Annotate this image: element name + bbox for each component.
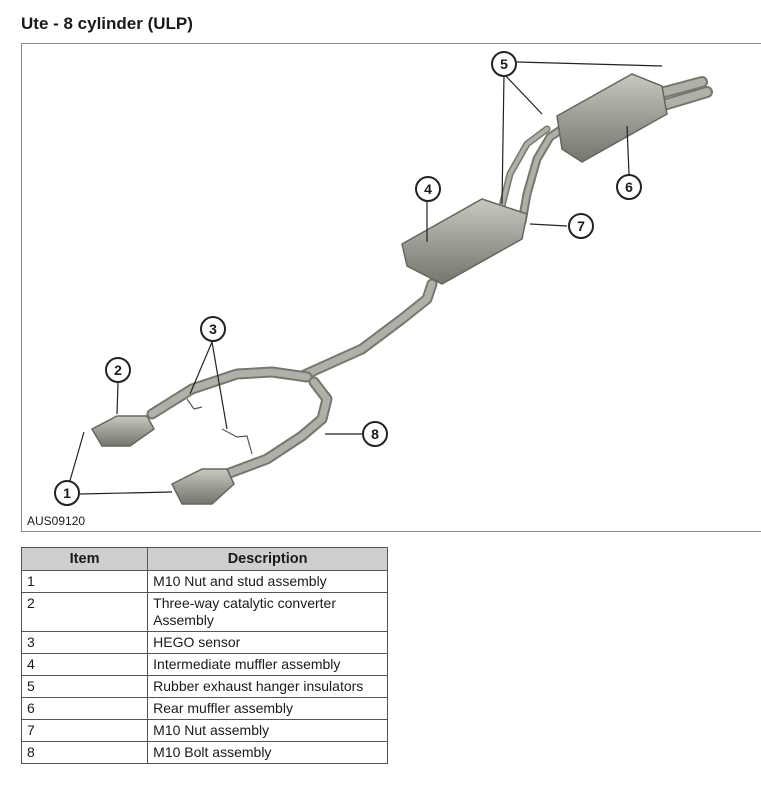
item-cell: 1 [20, 570, 149, 593]
table-row: 6 Rear muffler assembly [20, 697, 388, 720]
item-cell: 7 [20, 719, 149, 742]
description-cell: Intermediate muffler assembly [147, 653, 388, 676]
column-header-item: Item [20, 547, 149, 571]
catalytic-converter-lower [170, 468, 235, 505]
item-cell: 2 [20, 592, 149, 632]
callout-8: 8 [362, 421, 388, 447]
item-cell: 5 [20, 675, 149, 698]
table-row: 7 M10 Nut assembly [20, 719, 388, 742]
callout-6: 6 [616, 174, 642, 200]
table-row: 5 Rubber exhaust hanger insulators [20, 675, 388, 698]
leader-lines [68, 61, 663, 495]
table-row: 1 M10 Nut and stud assembly [20, 570, 388, 593]
column-header-description: Description [147, 547, 388, 571]
callout-2: 2 [105, 357, 131, 383]
callout-5: 5 [491, 51, 517, 77]
hego-sensor-wires [186, 398, 253, 455]
description-cell: HEGO sensor [147, 631, 388, 654]
catalytic-converter-upper [90, 415, 155, 447]
rear-muffler [556, 73, 668, 163]
front-pipe [146, 76, 713, 480]
item-cell: 4 [20, 653, 149, 676]
description-cell: M10 Nut assembly [147, 719, 388, 742]
item-cell: 3 [20, 631, 149, 654]
description-cell: Rear muffler assembly [147, 697, 388, 720]
description-cell: Rubber exhaust hanger insulators [147, 675, 388, 698]
callout-1: 1 [54, 480, 80, 506]
description-cell: M10 Nut and stud assembly [147, 570, 388, 593]
callout-3: 3 [200, 316, 226, 342]
exhaust-system-diagram: 5 4 6 7 3 2 8 1 AUS09120 [21, 43, 761, 532]
table-row: 3 HEGO sensor [20, 631, 388, 654]
intermediate-muffler [401, 198, 528, 285]
table-header-row: Item Description [20, 547, 388, 571]
figure-code: AUS09120 [27, 514, 86, 528]
table-row: 2 Three-way catalytic converter Assembly [20, 592, 388, 632]
parts-table: Item Description 1 M10 Nut and stud asse… [20, 547, 388, 764]
page-title: Ute - 8 cylinder (ULP) [21, 14, 193, 33]
item-cell: 6 [20, 697, 149, 720]
description-cell: Three-way catalytic converter Assembly [147, 592, 388, 632]
table-row: 8 M10 Bolt assembly [20, 741, 388, 764]
description-cell: M10 Bolt assembly [147, 741, 388, 764]
item-cell: 8 [20, 741, 149, 764]
callout-7: 7 [568, 213, 594, 239]
table-row: 4 Intermediate muffler assembly [20, 653, 388, 676]
callout-4: 4 [415, 176, 441, 202]
exhaust-illustration [68, 61, 713, 505]
